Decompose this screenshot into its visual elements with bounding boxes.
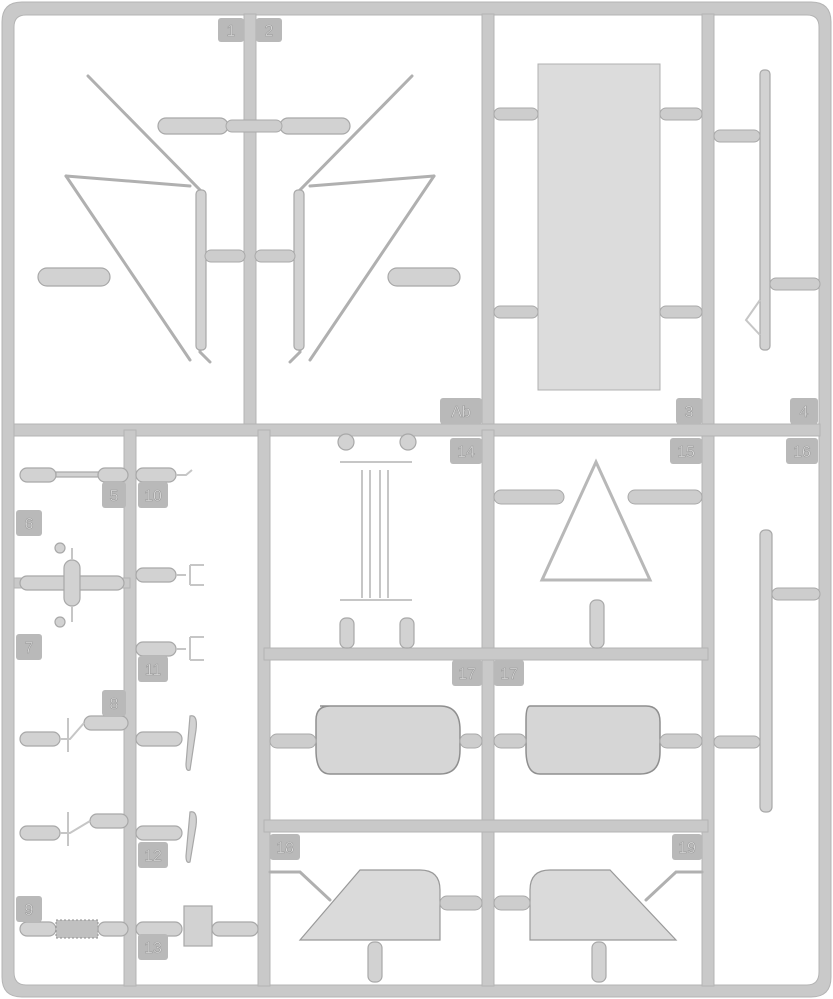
part-number-8: 8 — [102, 690, 126, 716]
part-number-15: 15 — [670, 438, 702, 464]
part-number-7-text: 7 — [25, 640, 34, 657]
part-number-19: 19 — [672, 834, 702, 860]
part-3-panel — [493, 63, 703, 391]
part-number-12-text: 12 — [144, 848, 162, 865]
part-number-1-text: 1 — [227, 23, 236, 40]
part-8 — [19, 715, 129, 752]
part-number-3: 3 — [676, 398, 702, 424]
part-15-triangle — [493, 458, 703, 649]
part-number-2-text: 2 — [265, 23, 274, 40]
part-1-frame — [37, 74, 246, 364]
part-number-17-right: 17 — [494, 660, 524, 686]
part-number-12: 12 — [138, 842, 168, 868]
part-number-9-text: 9 — [25, 902, 34, 919]
part-number-6-text: 6 — [25, 516, 34, 533]
part-number-18: 18 — [270, 834, 300, 860]
part-number-10-text: 10 — [144, 488, 162, 505]
part-number-17-right-text: 17 — [500, 666, 518, 683]
part-number-11: 11 — [138, 656, 168, 682]
part-9-spring — [19, 919, 129, 939]
part-17-left — [269, 705, 483, 775]
part-number-2: 2 — [256, 18, 282, 42]
part-19-cone — [493, 869, 704, 983]
sprue-code-text: Ab — [451, 404, 471, 421]
part-2-frame — [225, 74, 461, 364]
part-13-block — [135, 905, 259, 947]
part-12 — [135, 811, 197, 863]
part-10 — [135, 467, 193, 483]
part-number-16: 16 — [786, 438, 818, 464]
part-number-11-text: 11 — [145, 662, 162, 679]
part-number-15-text: 15 — [677, 444, 695, 461]
part-number-18-text: 18 — [276, 840, 294, 857]
part-number-10: 10 — [138, 482, 168, 508]
part-number-14-text: 14 — [457, 444, 475, 461]
part-4-rod — [713, 69, 821, 351]
part-14-ladder — [337, 433, 417, 649]
part-8-lower — [19, 812, 129, 846]
part-fork-upper — [135, 564, 204, 586]
part-17-right — [493, 705, 703, 775]
part-18-cone — [268, 869, 483, 983]
part-number-13: 13 — [138, 934, 168, 960]
part-16-rod — [713, 529, 821, 813]
part-6 — [19, 542, 125, 628]
part-number-4: 4 — [790, 398, 818, 424]
part-number-17-left: 17 — [452, 660, 482, 686]
part-number-16-text: 16 — [793, 444, 811, 461]
sprue-code: Ab — [440, 398, 482, 424]
part-11 — [135, 636, 204, 661]
part-number-6: 6 — [16, 510, 42, 536]
part-number-14: 14 — [450, 438, 482, 464]
part-number-5-text: 5 — [110, 488, 119, 505]
part-number-3-text: 3 — [685, 404, 694, 421]
part-number-9: 9 — [16, 896, 42, 922]
part-number-8-text: 8 — [110, 696, 119, 713]
part-number-7: 7 — [16, 634, 42, 660]
part-number-19-text: 19 — [678, 840, 696, 857]
part-number-4-text: 4 — [800, 404, 809, 421]
part-12-upper — [135, 715, 197, 771]
part-number-13-text: 13 — [144, 940, 162, 957]
part-number-17-left-text: 17 — [458, 666, 476, 683]
part-number-1: 1 — [218, 18, 244, 42]
part-5 — [19, 467, 129, 483]
part-number-5: 5 — [102, 482, 126, 508]
